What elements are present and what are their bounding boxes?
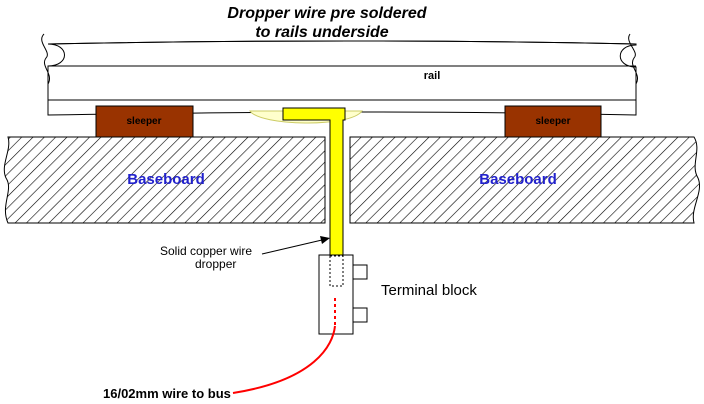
title-line-2: to rails underside: [255, 24, 388, 41]
terminal-block-label: Terminal block: [381, 282, 477, 299]
dropper-arrow: [261, 239, 323, 255]
dropper-label-line-2: dropper: [195, 257, 236, 271]
dropper-label-line-1: Solid copper wire: [160, 244, 252, 258]
baseboard-left-label: Baseboard: [127, 171, 205, 188]
rail-label: rail: [424, 70, 441, 82]
rail: [41, 33, 638, 116]
terminal-block: [318, 254, 368, 335]
sleeper-left-label: sleeper: [126, 116, 161, 127]
bus-wire: [232, 325, 336, 394]
sleeper-right-label: sleeper: [535, 116, 570, 127]
bus-wire-label: 16/02mm wire to bus: [103, 386, 231, 401]
title-line-1: Dropper wire pre soldered: [227, 5, 427, 22]
baseboard-right: [349, 136, 700, 224]
dropper-arrow-head: [320, 236, 330, 244]
sleeper-left: [95, 105, 194, 138]
baseboard-left: [3, 136, 326, 224]
sleeper-right: [504, 105, 602, 138]
baseboard-right-label: Baseboard: [479, 171, 557, 188]
